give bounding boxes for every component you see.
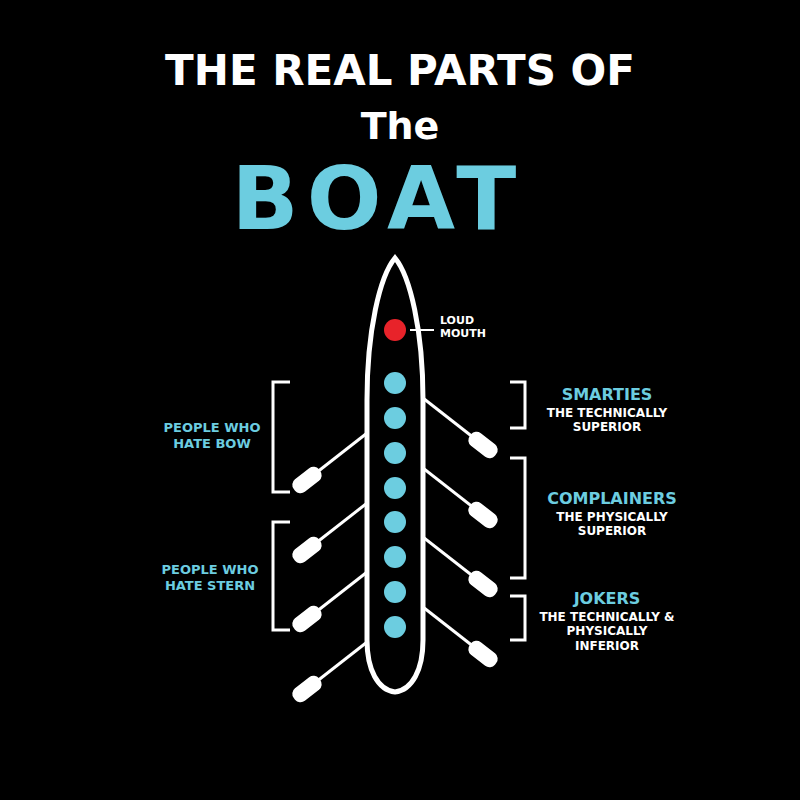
leader-line [410,329,434,331]
bracket [510,458,525,578]
rower-dot [384,616,406,638]
oar-blade [465,429,500,461]
group-name: JOKERS [574,589,641,608]
rower-dot [384,511,406,533]
main-title: BOAT [232,146,525,252]
group-description: THE PHYSICALLY SUPERIOR [537,510,687,539]
coxswain-dot [384,319,406,341]
oar-blade [289,603,324,635]
group-name: SMARTIES [562,385,653,404]
rower-dot [384,442,406,464]
title: THE REAL PARTS OF [165,46,635,96]
rower-dot [384,372,406,394]
brackets [273,382,525,640]
rower-dot [384,407,406,429]
group-description: THE TECHNICALLY SUPERIOR [532,406,682,435]
hull-outline [367,258,423,692]
bracket [510,382,525,428]
bracket [510,596,525,640]
oar-blade [465,499,500,531]
rower-dot [384,581,406,603]
rower-dot [384,477,406,499]
oar-blade [465,638,500,670]
rower-dot [384,546,406,568]
rower-dots [384,372,406,638]
bracket [273,382,290,492]
group-description: THE TECHNICALLY & PHYSICALLY INFERIOR [538,610,676,653]
subtitle: The [361,104,440,150]
bracket [273,522,290,630]
group-name: COMPLAINERS [547,489,677,508]
oar-blade [289,673,324,705]
oar-blade [289,534,324,566]
group-label: PEOPLE WHO HATE BOW [152,420,272,451]
part-label: LOUD MOUTH [440,314,502,340]
group-label: PEOPLE WHO HATE STERN [150,562,270,593]
oar-blade [465,568,500,600]
oar-blade [289,464,324,496]
